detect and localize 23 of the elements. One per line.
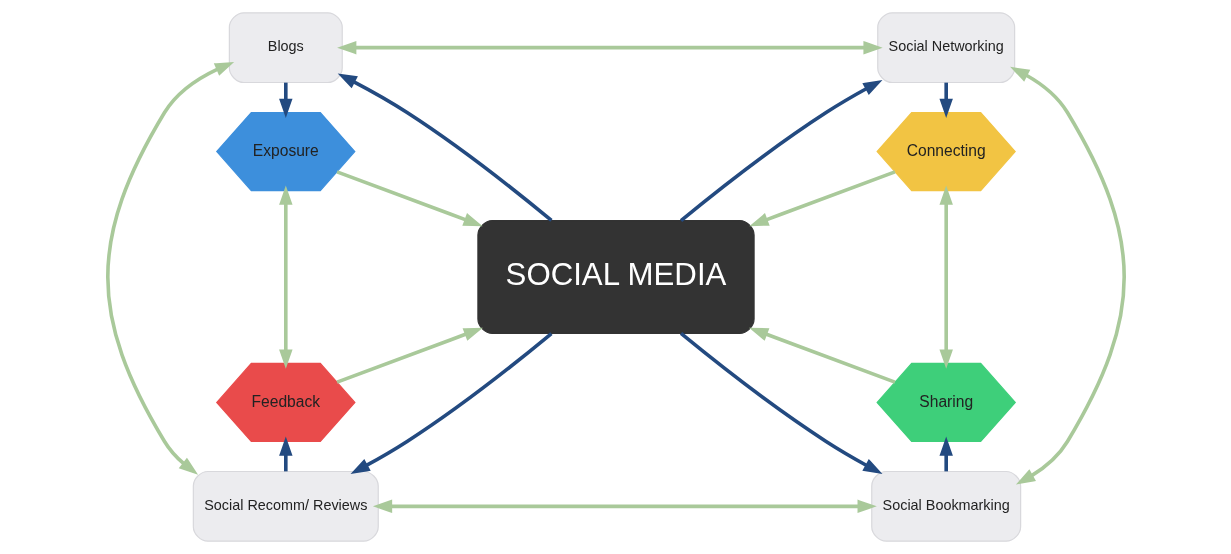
arrow xyxy=(1009,66,1126,485)
arrow xyxy=(278,185,293,369)
arrow xyxy=(679,332,882,475)
arrow xyxy=(679,79,882,222)
arrow xyxy=(335,327,483,384)
node-box: Social Networking xyxy=(876,12,1015,84)
arrow xyxy=(748,327,896,384)
arrow xyxy=(938,436,953,472)
arrow xyxy=(278,436,293,472)
arrow xyxy=(350,332,553,474)
arrow xyxy=(938,82,953,118)
arrow xyxy=(748,170,896,227)
node-box: Social Recomm/ Reviews xyxy=(192,470,379,542)
node-box: Social Bookmarking xyxy=(870,470,1021,542)
arrow xyxy=(105,61,234,475)
arrow xyxy=(938,185,953,369)
arrow xyxy=(278,82,293,118)
node-box: SOCIAL MEDIA xyxy=(476,219,755,335)
arrow xyxy=(336,40,883,55)
arrow xyxy=(372,499,877,514)
node-box: Blogs xyxy=(228,12,343,84)
arrow xyxy=(335,170,483,227)
arrow xyxy=(337,73,553,222)
